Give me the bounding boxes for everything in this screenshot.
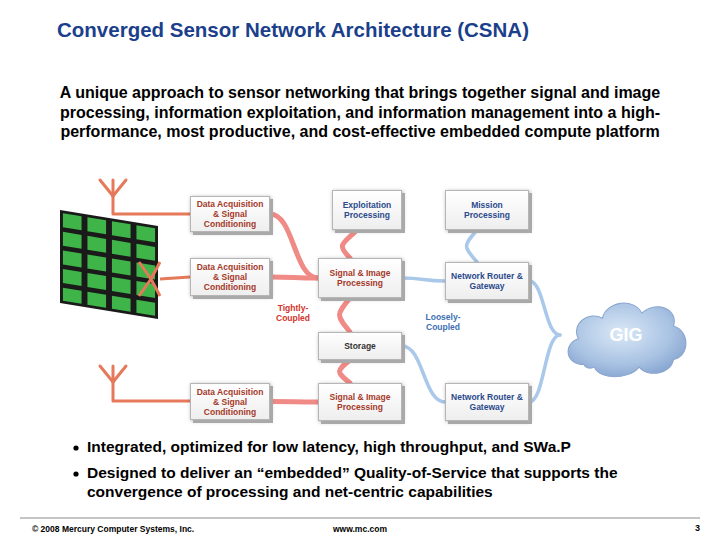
panel-cell <box>63 269 82 286</box>
process-box: Exploitation Processing <box>332 190 402 230</box>
storage-box: Storage <box>318 332 402 360</box>
antenna-mast <box>112 180 115 196</box>
bullet-text: Integrated, optimized for low latency, h… <box>87 437 712 456</box>
box-label: Mission Processing <box>446 200 528 220</box>
bullet-text: Designed to deliver an “embedded” Qualit… <box>87 463 702 501</box>
panel-cell <box>63 250 82 267</box>
antenna-wire <box>113 196 190 214</box>
panel-cell <box>87 254 106 271</box>
tight-link <box>270 277 318 278</box>
tight-link <box>270 399 318 405</box>
panel-cell <box>112 258 131 275</box>
panel-cell <box>136 225 155 242</box>
process-box: Signal & Image Processing <box>318 258 402 298</box>
antenna-prongs <box>100 366 126 382</box>
acquisition-box: Data Acquisition & Signal Conditioning <box>190 383 270 420</box>
antenna-top <box>100 180 190 214</box>
bowtie-right <box>151 262 160 296</box>
panel-cell <box>112 221 131 238</box>
panel-cell <box>136 244 155 261</box>
antenna-mast <box>112 366 115 382</box>
antenna-wire <box>160 277 190 279</box>
panel-cell <box>87 236 106 253</box>
phased-array-panel <box>60 210 158 319</box>
bullet-dot <box>73 445 78 450</box>
box-label: Data Acquisition & Signal Conditioning <box>191 262 269 292</box>
footer-rule <box>20 518 700 519</box>
coupling-label: Tightly-Coupled <box>266 304 320 323</box>
box-label: Signal & Image Processing <box>319 392 401 412</box>
box-label: Data Acquisition & Signal Conditioning <box>191 387 269 417</box>
box-label: Signal & Image Processing <box>319 268 401 288</box>
box-label: Data Acquisition & Signal Conditioning <box>191 199 269 229</box>
antenna-prongs <box>100 180 126 196</box>
loose-link <box>402 278 445 281</box>
loose-link <box>402 346 445 402</box>
gateway-box: Network Router & Gateway <box>445 262 529 300</box>
antenna-bowtie <box>139 262 190 296</box>
bullet-dot <box>73 471 78 476</box>
panel-cell <box>112 240 131 257</box>
panel-cell <box>63 288 82 304</box>
acquisition-box: Data Acquisition & Signal Conditioning <box>190 196 270 232</box>
panel-cell <box>63 232 82 249</box>
tight-link <box>342 230 357 258</box>
panel-frame <box>60 210 158 319</box>
acquisition-box: Data Acquisition & Signal Conditioning <box>190 258 270 296</box>
box-label: Storage <box>342 341 378 351</box>
antenna-bottom <box>100 366 190 401</box>
box-label: Network Router & Gateway <box>446 392 528 412</box>
tight-link <box>340 298 351 332</box>
panel-cell <box>87 292 106 308</box>
panel-cell <box>87 217 106 234</box>
panel-cell <box>87 273 106 290</box>
panel-cell <box>112 277 131 294</box>
antenna-wire <box>113 382 190 401</box>
loose-link <box>467 230 478 262</box>
subtitle: A unique approach to sensor networking t… <box>45 83 675 142</box>
panel-cell <box>112 296 131 312</box>
loose-link <box>529 281 560 335</box>
box-label: Network Router & Gateway <box>446 271 528 291</box>
loose-link <box>529 335 560 402</box>
tight-link <box>270 214 318 278</box>
bowtie-left <box>139 262 151 296</box>
network-cloud: GIG <box>560 290 692 380</box>
slide-title: Converged Sensor Network Architecture (C… <box>57 18 529 42</box>
page-number: 3 <box>660 523 700 533</box>
panel-cell <box>136 300 155 316</box>
box-label: Exploitation Processing <box>333 200 401 220</box>
footer-text: www.mc.com <box>300 524 420 534</box>
cloud-label: GIG <box>607 325 644 345</box>
panel-cells <box>63 213 155 315</box>
process-box: Mission Processing <box>445 190 529 230</box>
panel-cell <box>63 213 82 230</box>
tight-link <box>340 360 351 383</box>
gateway-box: Network Router & Gateway <box>445 383 529 421</box>
footer-text: © 2008 Mercury Computer Systems, Inc. <box>32 524 282 534</box>
process-box: Signal & Image Processing <box>318 383 402 421</box>
coupling-label: Loosely-Coupled <box>416 313 470 332</box>
